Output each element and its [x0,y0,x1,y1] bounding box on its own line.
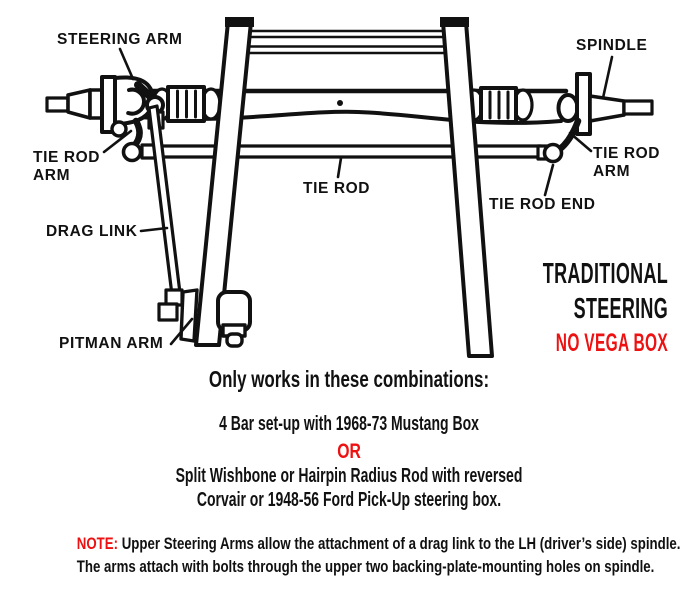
frame-rails [194,17,494,358]
combinations-heading: Only works in these combinations: [208,366,490,392]
leader-drag-link [139,226,169,233]
combination-or: OR [337,440,361,463]
combination-option2-line1: Split Wishbone or Hairpin Radius Rod wit… [175,465,523,487]
leader-tie-rod-arm-left [102,129,133,154]
leader-steering-arm [118,47,135,81]
leader-tie-rod [336,156,343,179]
pitman-arm-part [179,288,199,343]
tie-rod-arm-right-part [556,117,582,153]
axle-center-dot [337,100,343,106]
note-prefix: NOTE: [76,534,119,553]
tie-rod-end-right-ball [542,142,564,164]
steering-box [216,290,252,348]
note-line1-text: Upper Steering Arms allow the attachment… [118,534,681,553]
headline-line2: STEERING [573,293,668,325]
tie-rod-arm-right-line2: ARM [593,163,631,180]
leader-tie-rod-end [543,163,555,197]
tie-rod-end-label: TIE ROD END [489,196,596,213]
note-line2: The arms attach with bolts through the u… [76,557,655,576]
leader-tie-rod-arm-right [568,131,593,153]
spindle-left-assembly [45,75,165,163]
leader-pitman-arm [169,317,194,346]
tie-rod-arm-right-line1: TIE ROD [593,145,661,162]
leader-spindle [601,55,614,100]
spring-perch-left [151,85,222,123]
headline-no-vega-box: NO VEGA BOX [555,329,668,357]
spindle-label: SPINDLE [576,37,648,54]
pitman-arm-label: PITMAN ARM [59,335,164,352]
tie-rod-arm-left-label: TIE ROD ARM [33,149,100,185]
tie-rod-arm-left-line1: TIE ROD [33,149,101,166]
combination-option2-line2: Corvair or 1948-56 Ford Pick-Up steering… [196,489,502,511]
tie-rod-arm-left-line2: ARM [33,167,71,184]
kingpin-ball-left [110,120,128,138]
drag-link-part [147,104,199,343]
headline-block: TRADITIONAL STEERING NO VEGA BOX [543,257,668,360]
label-leader-lines [102,47,614,346]
spindle-right-assembly [536,72,654,164]
frame-crossbars [236,29,462,55]
headline-line1: TRADITIONAL [542,258,668,290]
drag-link-label: DRAG LINK [46,223,138,240]
steering-arm-label: STEERING ARM [57,31,183,48]
kingpin-boss-right [556,93,580,123]
combination-option1: 4 Bar set-up with 1968-73 Mustang Box [219,413,479,435]
tie-rod-bar [145,144,543,159]
note-line1: NOTE: Upper Steering Arms allow the atta… [76,534,681,554]
tie-rod-label: TIE ROD [303,180,371,197]
tie-rod-end-left-ball [121,141,143,163]
tie-rod-arm-right-label: TIE ROD ARM [593,145,660,181]
